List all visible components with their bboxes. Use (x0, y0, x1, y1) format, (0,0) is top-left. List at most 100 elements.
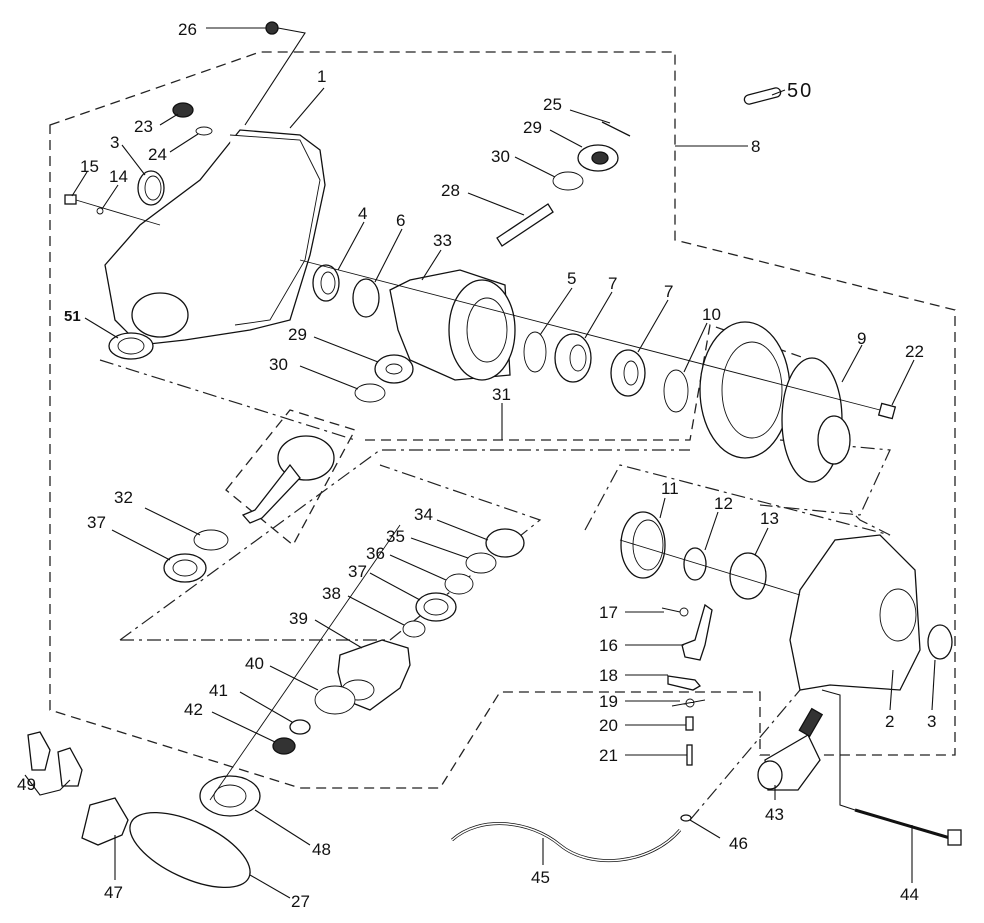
callout-labels: 26 1 23 24 3 15 14 4 6 33 28 25 29 30 8 … (17, 20, 936, 911)
part-29-pinion-gear-upper-hub (591, 151, 609, 165)
callout-50: 50 (787, 80, 813, 102)
callout-7b: 7 (664, 282, 673, 301)
pinion-gear-group-boundary (119, 449, 690, 641)
part-10-o-ring (663, 369, 689, 413)
part-11-bearing-cup-inner (632, 519, 664, 571)
part-43-actuator-end (757, 760, 783, 790)
leader-50 (771, 89, 786, 96)
callout-18: 18 (599, 666, 618, 685)
callout-39: 39 (289, 609, 308, 628)
part-30-thrust-washer-lower (354, 383, 386, 403)
callout-25: 25 (543, 95, 562, 114)
leader-2 (889, 669, 894, 711)
leader-25 (569, 109, 611, 124)
callout-21: 21 (599, 746, 618, 765)
leader-34 (436, 519, 489, 541)
callout-7a: 7 (608, 274, 617, 293)
leader-38 (347, 595, 405, 626)
leader-1 (289, 87, 325, 129)
part-37-bearing-b-inner (423, 598, 449, 616)
part-7-bearing-a-inner (569, 344, 587, 372)
part-30-thrust-washer-upper (552, 171, 584, 191)
callout-15: 15 (80, 157, 99, 176)
part-42-nut (272, 737, 296, 755)
part-41-washer (289, 719, 311, 735)
part-46-hose-clip (680, 814, 692, 822)
leader-30a (514, 156, 556, 178)
callout-43: 43 (765, 805, 784, 824)
bolt-guide-line (99, 359, 356, 441)
callout-3b: 3 (927, 712, 936, 731)
part-21-pin (686, 744, 693, 766)
leader-44 (821, 689, 913, 883)
callout-40: 40 (245, 654, 264, 673)
leader-30b (299, 365, 359, 390)
leader-46 (689, 819, 721, 839)
part-2-gear-case-cover (789, 534, 921, 691)
leader-9 (841, 344, 863, 383)
part-28-pinion-shaft (496, 203, 554, 247)
leader-lines (24, 27, 936, 899)
leader-14 (101, 184, 119, 210)
callout-23: 23 (134, 117, 153, 136)
callout-16: 16 (599, 636, 618, 655)
callout-10: 10 (702, 305, 721, 324)
part-45-breather-hose (451, 822, 682, 863)
callout-5: 5 (567, 269, 576, 288)
part-1-gear-case-bore (131, 292, 189, 338)
part-14-washer (96, 207, 104, 215)
part-18-lever (667, 675, 701, 691)
leader-13 (754, 527, 769, 556)
part-ring-gear-bore (721, 341, 783, 439)
part-48-oil-seal-inner (213, 784, 247, 808)
leader-27 (249, 874, 291, 899)
callout-38: 38 (322, 584, 341, 603)
callout-30b: 30 (269, 355, 288, 374)
part-44-bolt-head (947, 829, 962, 846)
leader-28 (467, 192, 525, 216)
leader-6 (374, 228, 403, 283)
part-40-circlip (314, 685, 356, 715)
leader-51 (84, 317, 119, 339)
part-20-collar (685, 716, 694, 731)
leader-7a (584, 291, 613, 339)
callout-6: 6 (396, 211, 405, 230)
part-49-brake-pad-a (27, 731, 51, 771)
part-44-bolt (854, 808, 951, 840)
leader-12 (704, 511, 719, 551)
leader-4 (337, 221, 365, 271)
callout-22: 22 (905, 342, 924, 361)
part-45-breather-hose-inner (451, 822, 681, 862)
leader-35 (410, 537, 469, 559)
part-37-bearing-a-inner (172, 559, 198, 577)
callout-46: 46 (729, 834, 748, 853)
part-pinion-gear-shaft (241, 463, 301, 524)
part-43-actuator-stem (798, 707, 824, 738)
callout-34: 34 (414, 505, 433, 524)
callout-51: 51 (64, 308, 81, 325)
callout-3a: 3 (110, 133, 119, 152)
callout-45: 45 (531, 868, 550, 887)
callout-11: 11 (661, 479, 679, 498)
callout-44: 44 (900, 885, 919, 904)
leader-33 (421, 249, 442, 281)
callout-37a: 37 (87, 513, 106, 532)
part-50-dowel-pin (743, 87, 782, 105)
leader-42 (211, 711, 276, 743)
leader-37a (111, 529, 171, 561)
part-19-pin (671, 698, 706, 708)
callout-42: 42 (184, 700, 203, 719)
callout-4: 4 (358, 204, 367, 223)
callout-32: 32 (114, 488, 133, 507)
callout-24: 24 (148, 145, 167, 164)
leader-11 (659, 497, 666, 519)
part-23-plug (172, 102, 194, 118)
callout-9: 9 (857, 329, 866, 348)
callout-35: 35 (386, 527, 405, 546)
leader-24 (169, 133, 199, 153)
leader-32 (144, 507, 201, 536)
part-7-bearing-b-inner (623, 360, 639, 386)
part-32-shim (193, 529, 229, 551)
part-38-o-ring (402, 620, 426, 638)
callout-12: 12 (714, 494, 733, 513)
